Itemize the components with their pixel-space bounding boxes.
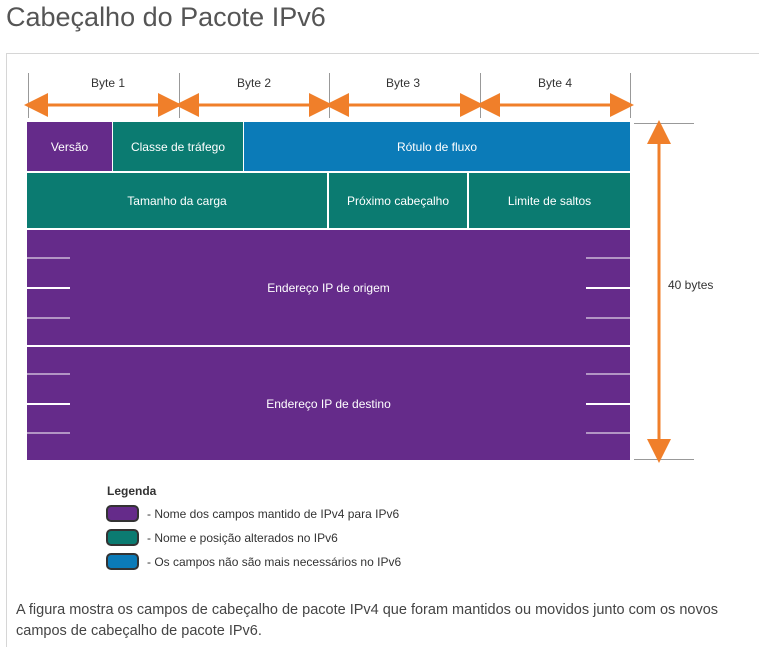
field-hop-limit: Limite de saltos [469, 173, 630, 228]
header-size-label: 40 bytes [668, 278, 714, 292]
field-flow-label: Rótulo de fluxo [244, 122, 630, 171]
legend-swatch-kept [106, 505, 139, 522]
page-title: Cabeçalho do Pacote IPv6 [6, 2, 326, 32]
byte-label-3: Byte 3 [385, 76, 421, 90]
field-next-header: Próximo cabeçalho [329, 173, 467, 228]
field-version-label: Versão [50, 139, 89, 154]
byte-label-1: Byte 1 [90, 76, 126, 90]
byte-label-2: Byte 2 [236, 76, 272, 90]
byte-label-4: Byte 4 [537, 76, 573, 90]
source-address-ticks [27, 257, 630, 319]
field-destination-address-label: Endereço IP de destino [266, 396, 391, 411]
legend-swatch-new [106, 553, 139, 570]
field-version: Versão [27, 122, 112, 171]
field-hop-limit-label: Limite de saltos [507, 193, 592, 208]
figure-frame [6, 53, 759, 647]
field-traffic-class-label: Classe de tráfego [130, 139, 226, 154]
field-source-address-label: Endereço IP de origem [267, 280, 390, 295]
legend-swatch-changed [106, 529, 139, 546]
legend-text-changed: - Nome e posição alterados no IPv6 [147, 531, 338, 545]
legend-title: Legenda [107, 484, 157, 498]
figure-caption: A figura mostra os campos de cabeçalho d… [16, 602, 719, 639]
field-flow-label-label: Rótulo de fluxo [396, 139, 478, 154]
field-payload-length-label: Tamanho da carga [127, 193, 227, 208]
field-destination-address: Endereço IP de destino [27, 347, 630, 460]
field-traffic-class: Classe de tráfego [113, 122, 243, 171]
field-payload-length: Tamanho da carga [27, 173, 327, 228]
legend-text-kept: - Nome dos campos mantido de IPv4 para I… [147, 507, 400, 521]
destination-address-ticks [27, 373, 630, 434]
legend-text-new: - Os campos não são mais necessários no … [147, 555, 402, 569]
field-next-header-label: Próximo cabeçalho [346, 193, 450, 208]
field-source-address: Endereço IP de origem [27, 230, 630, 345]
